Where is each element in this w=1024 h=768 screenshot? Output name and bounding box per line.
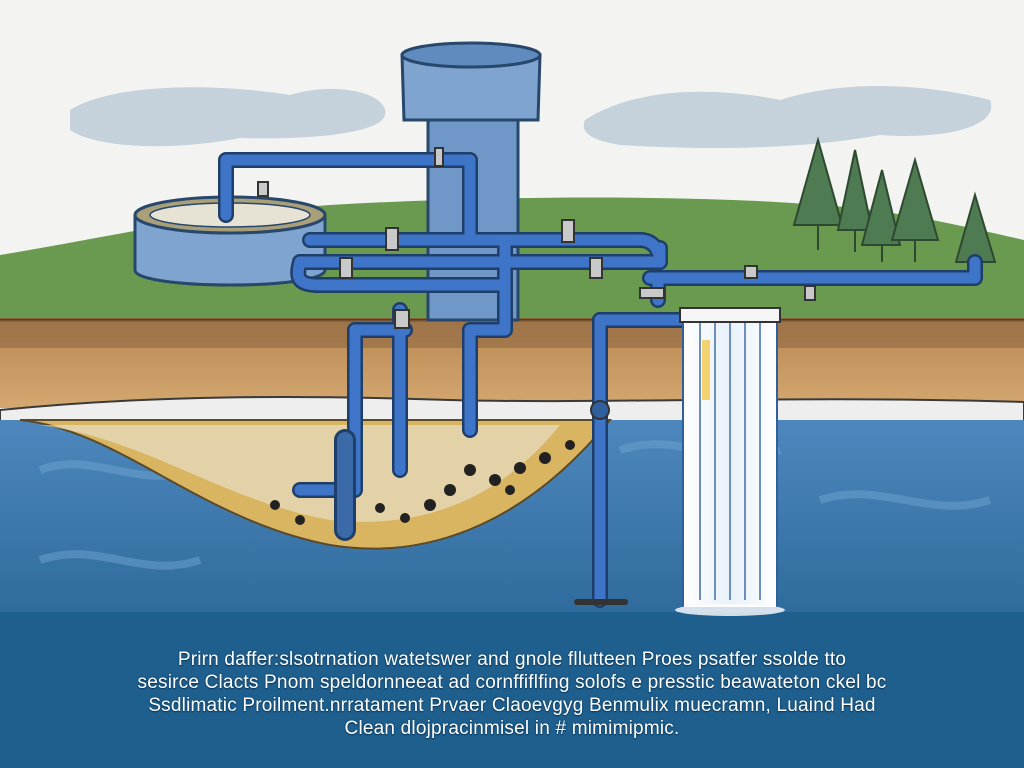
caption-line-3: Ssdlimatic Proilment.nrratament Prvaer C…: [148, 695, 876, 716]
valve-icon: [257, 147, 816, 420]
caption-line-1: Prirn daffer:slsotrnation watetswer and …: [177, 649, 847, 670]
caption-line-4: Clean dlojpracinmisel in # mimimipmic.: [344, 718, 680, 739]
lake-surface: [0, 612, 1024, 768]
pebbles: [270, 440, 575, 525]
cloud-left: [70, 87, 386, 147]
caption-line-2: sesirce Clacts Pnom speldornneeat ad cor…: [137, 672, 887, 693]
diagram-caption: Prirn daffer:slsotrnation watetswer and …: [40, 648, 984, 748]
waterfall-icon: [675, 307, 785, 616]
pipe-network: [218, 152, 983, 608]
cloud-right: [583, 86, 992, 148]
